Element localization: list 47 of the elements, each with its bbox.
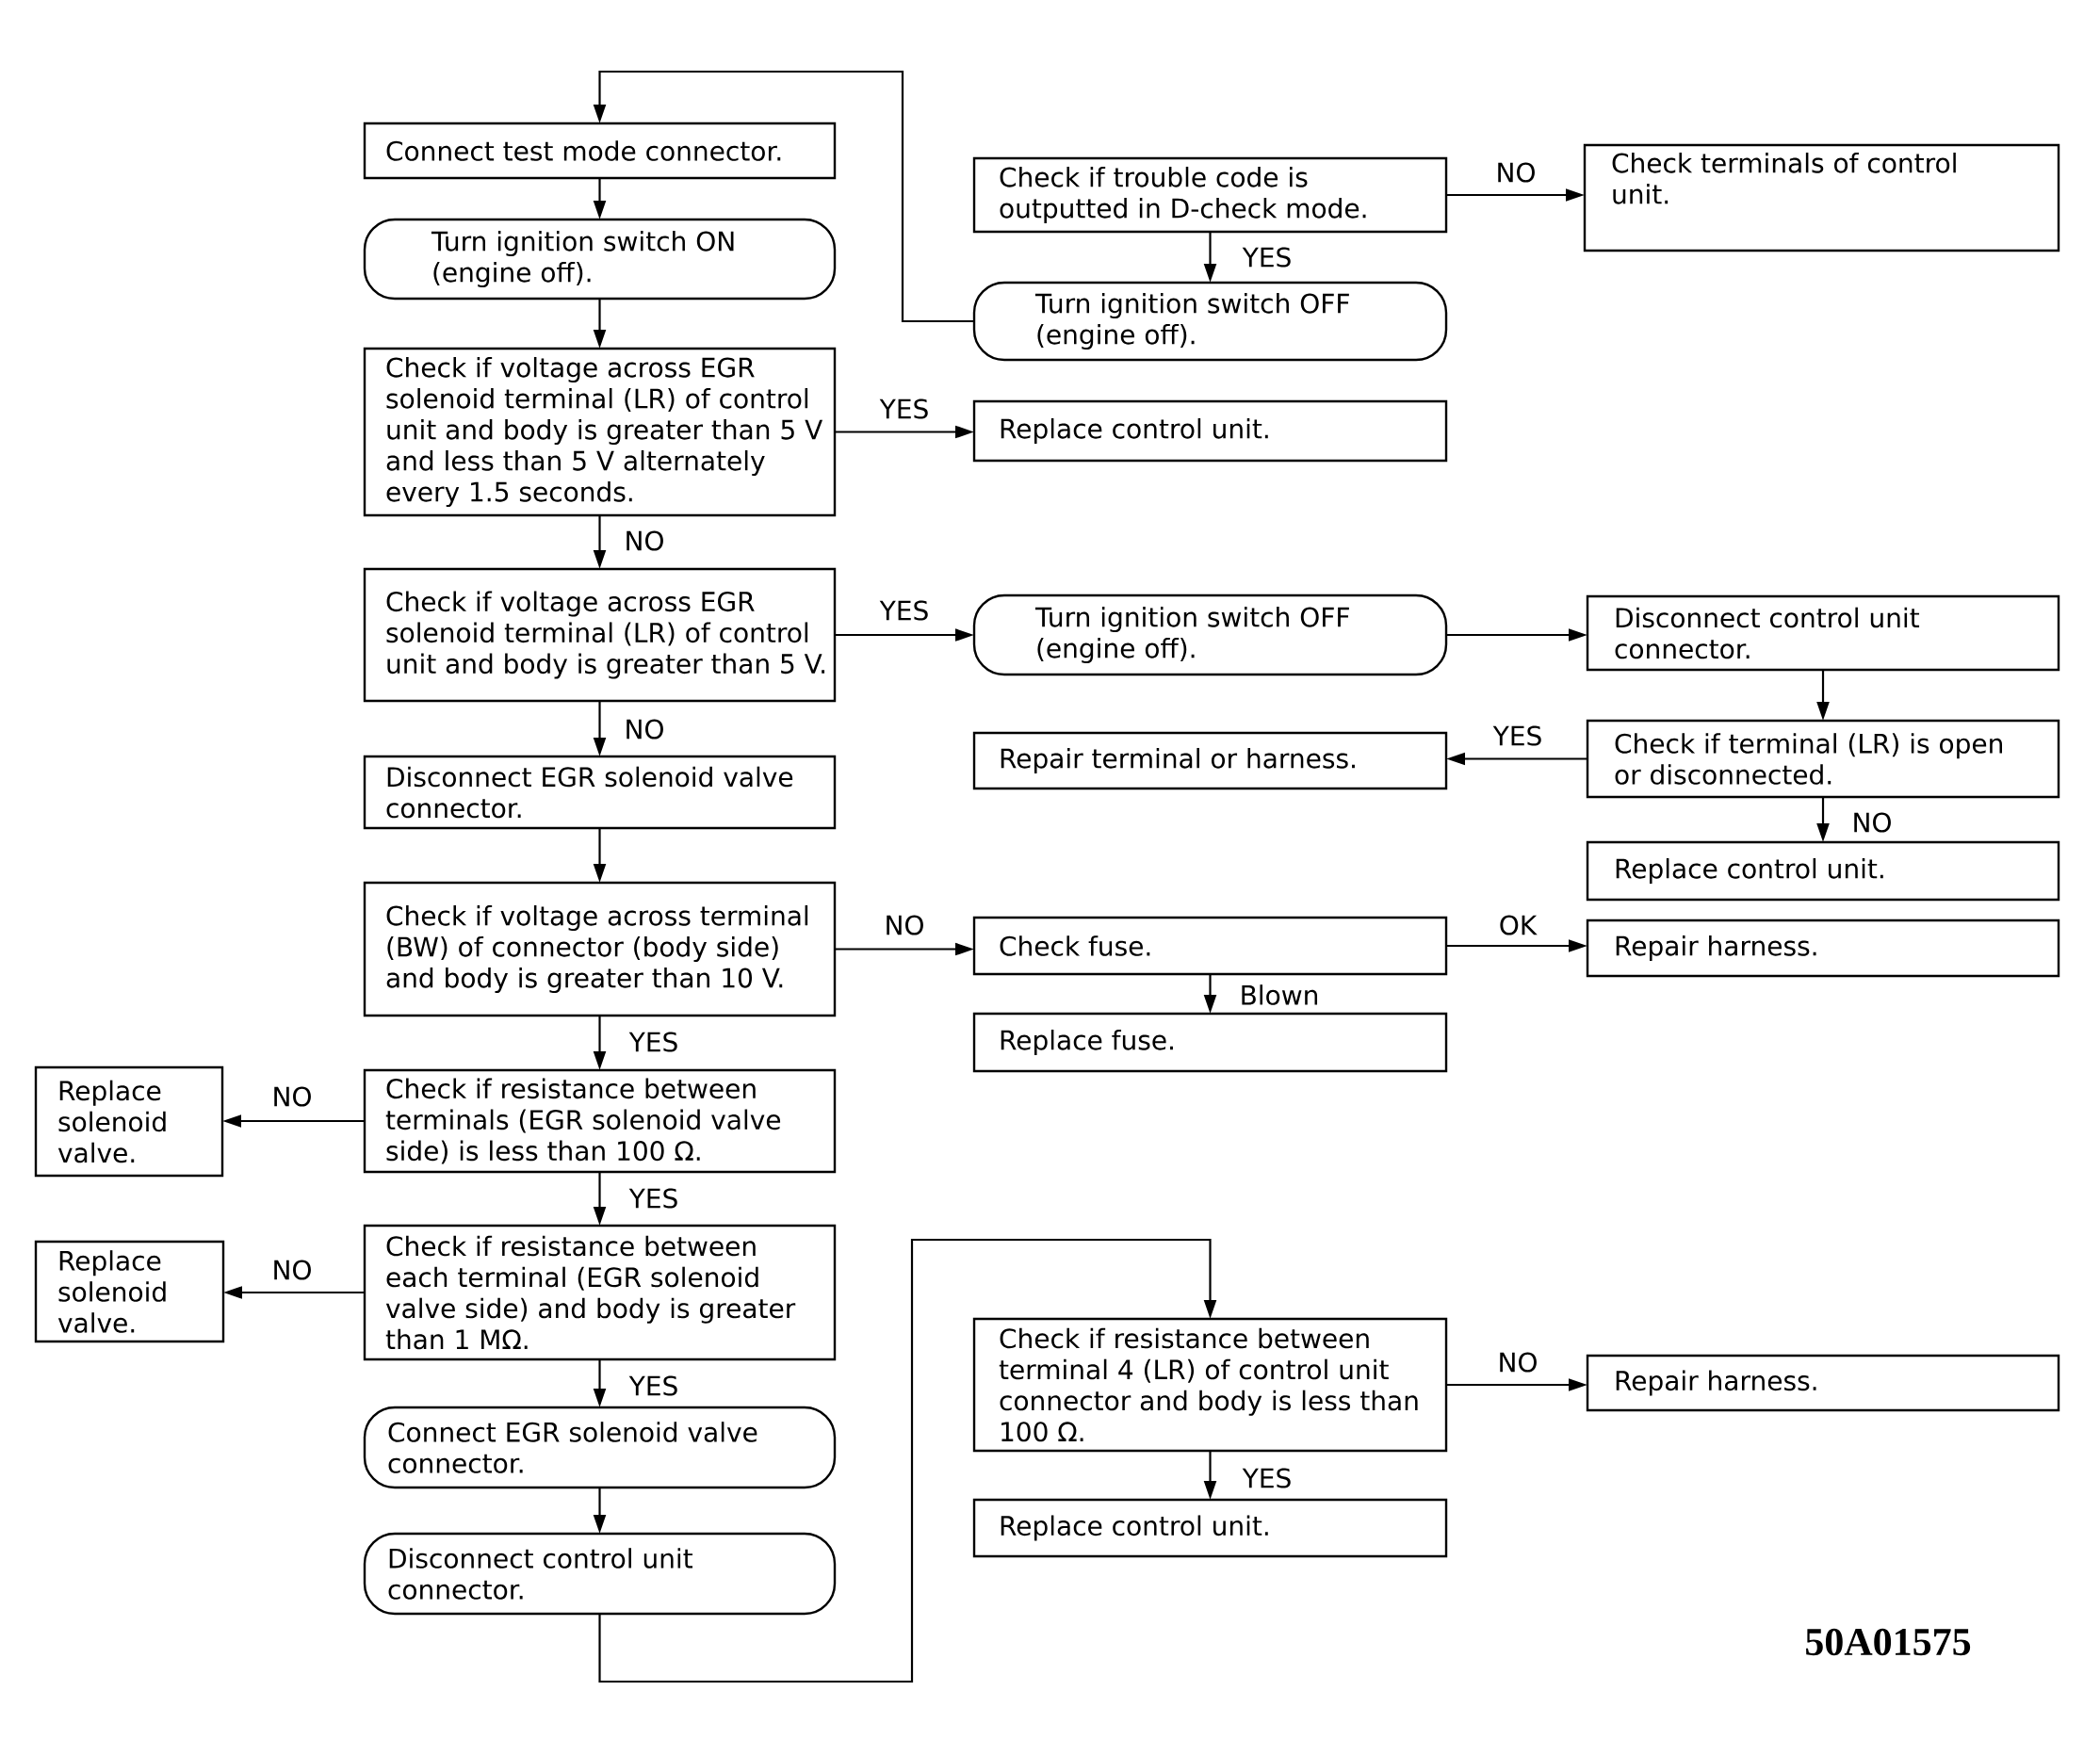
edge-label: NO bbox=[881, 912, 928, 938]
edge-label: YES bbox=[876, 396, 933, 422]
process-box: Replace solenoid valve. bbox=[34, 1240, 225, 1343]
process-box: Repair harness. bbox=[1586, 919, 2060, 978]
rounded-process-box: Turn ignition switch ON (engine off). bbox=[363, 218, 837, 301]
process-box: Check if voltage across EGR solenoid terminal (LR) of control unit and body is greater than 5 V. bbox=[363, 567, 837, 703]
edge-label: Blown bbox=[1236, 982, 1323, 1008]
process-box: Check if trouble code is outputted in D-check mode. bbox=[972, 156, 1448, 234]
rounded-process-box: Turn ignition switch OFF (engine off). bbox=[972, 593, 1448, 676]
process-box: Connect test mode connector. bbox=[363, 122, 837, 180]
process-box: Check if resistance between each terminal (EGR solenoid valve side) and body is greater than 1 MΩ. bbox=[363, 1224, 837, 1361]
process-box: Check terminals of control unit. bbox=[1583, 143, 2060, 252]
process-box: Replace control unit. bbox=[1586, 840, 2060, 902]
edge-label: YES bbox=[1239, 1465, 1295, 1491]
edge-label: NO bbox=[1492, 159, 1539, 186]
edge-label: NO bbox=[1848, 809, 1896, 836]
process-box: Repair harness. bbox=[1586, 1354, 2060, 1412]
edge-label: YES bbox=[626, 1373, 682, 1399]
figure-code: 50A01575 bbox=[1806, 1628, 1971, 1656]
process-box: Check if resistance between terminals (EGR solenoid valve side) is less than 100 Ω. bbox=[363, 1068, 837, 1174]
process-box: Disconnect EGR solenoid valve connector. bbox=[363, 755, 837, 830]
process-box: Repair terminal or harness. bbox=[972, 731, 1448, 790]
process-box: Check if voltage across EGR solenoid terminal (LR) of control unit and body is greater than 5 V and less than 5 V alternately every 1.5 seconds. bbox=[363, 347, 837, 517]
process-box: Check if resistance between terminal 4 (LR) of control unit connector and body is less than 100 Ω. bbox=[972, 1317, 1448, 1453]
edge-label: NO bbox=[269, 1083, 316, 1110]
edge-label: NO bbox=[1494, 1349, 1541, 1375]
process-box: Replace fuse. bbox=[972, 1012, 1448, 1073]
process-box: Replace solenoid valve. bbox=[34, 1065, 224, 1178]
edge-label: YES bbox=[876, 597, 933, 624]
edge-label: YES bbox=[1490, 723, 1546, 749]
process-box: Check fuse. bbox=[972, 916, 1448, 976]
rounded-process-box: Turn ignition switch OFF (engine off). bbox=[972, 281, 1448, 362]
edge-label: YES bbox=[1239, 244, 1295, 270]
process-box: Replace control unit. bbox=[972, 399, 1448, 463]
edge-label: NO bbox=[269, 1257, 316, 1283]
edge-label: NO bbox=[621, 528, 668, 554]
arrow bbox=[598, 1238, 1217, 1683]
rounded-process-box: Disconnect control unit connector. bbox=[363, 1532, 837, 1616]
edge-label: YES bbox=[626, 1185, 682, 1211]
edge-label: OK bbox=[1495, 912, 1540, 938]
edge-label: YES bbox=[626, 1029, 682, 1055]
process-box: Disconnect control unit connector. bbox=[1586, 594, 2060, 672]
edge-label: NO bbox=[621, 716, 668, 742]
process-box: Check if terminal (LR) is open or disconnected. bbox=[1586, 719, 2060, 799]
process-box: Check if voltage across terminal (BW) of connector (body side) and body is greater than 10 V. bbox=[363, 881, 837, 1017]
rounded-process-box: Connect EGR solenoid valve connector. bbox=[363, 1406, 837, 1489]
process-box: Replace control unit. bbox=[972, 1498, 1448, 1558]
